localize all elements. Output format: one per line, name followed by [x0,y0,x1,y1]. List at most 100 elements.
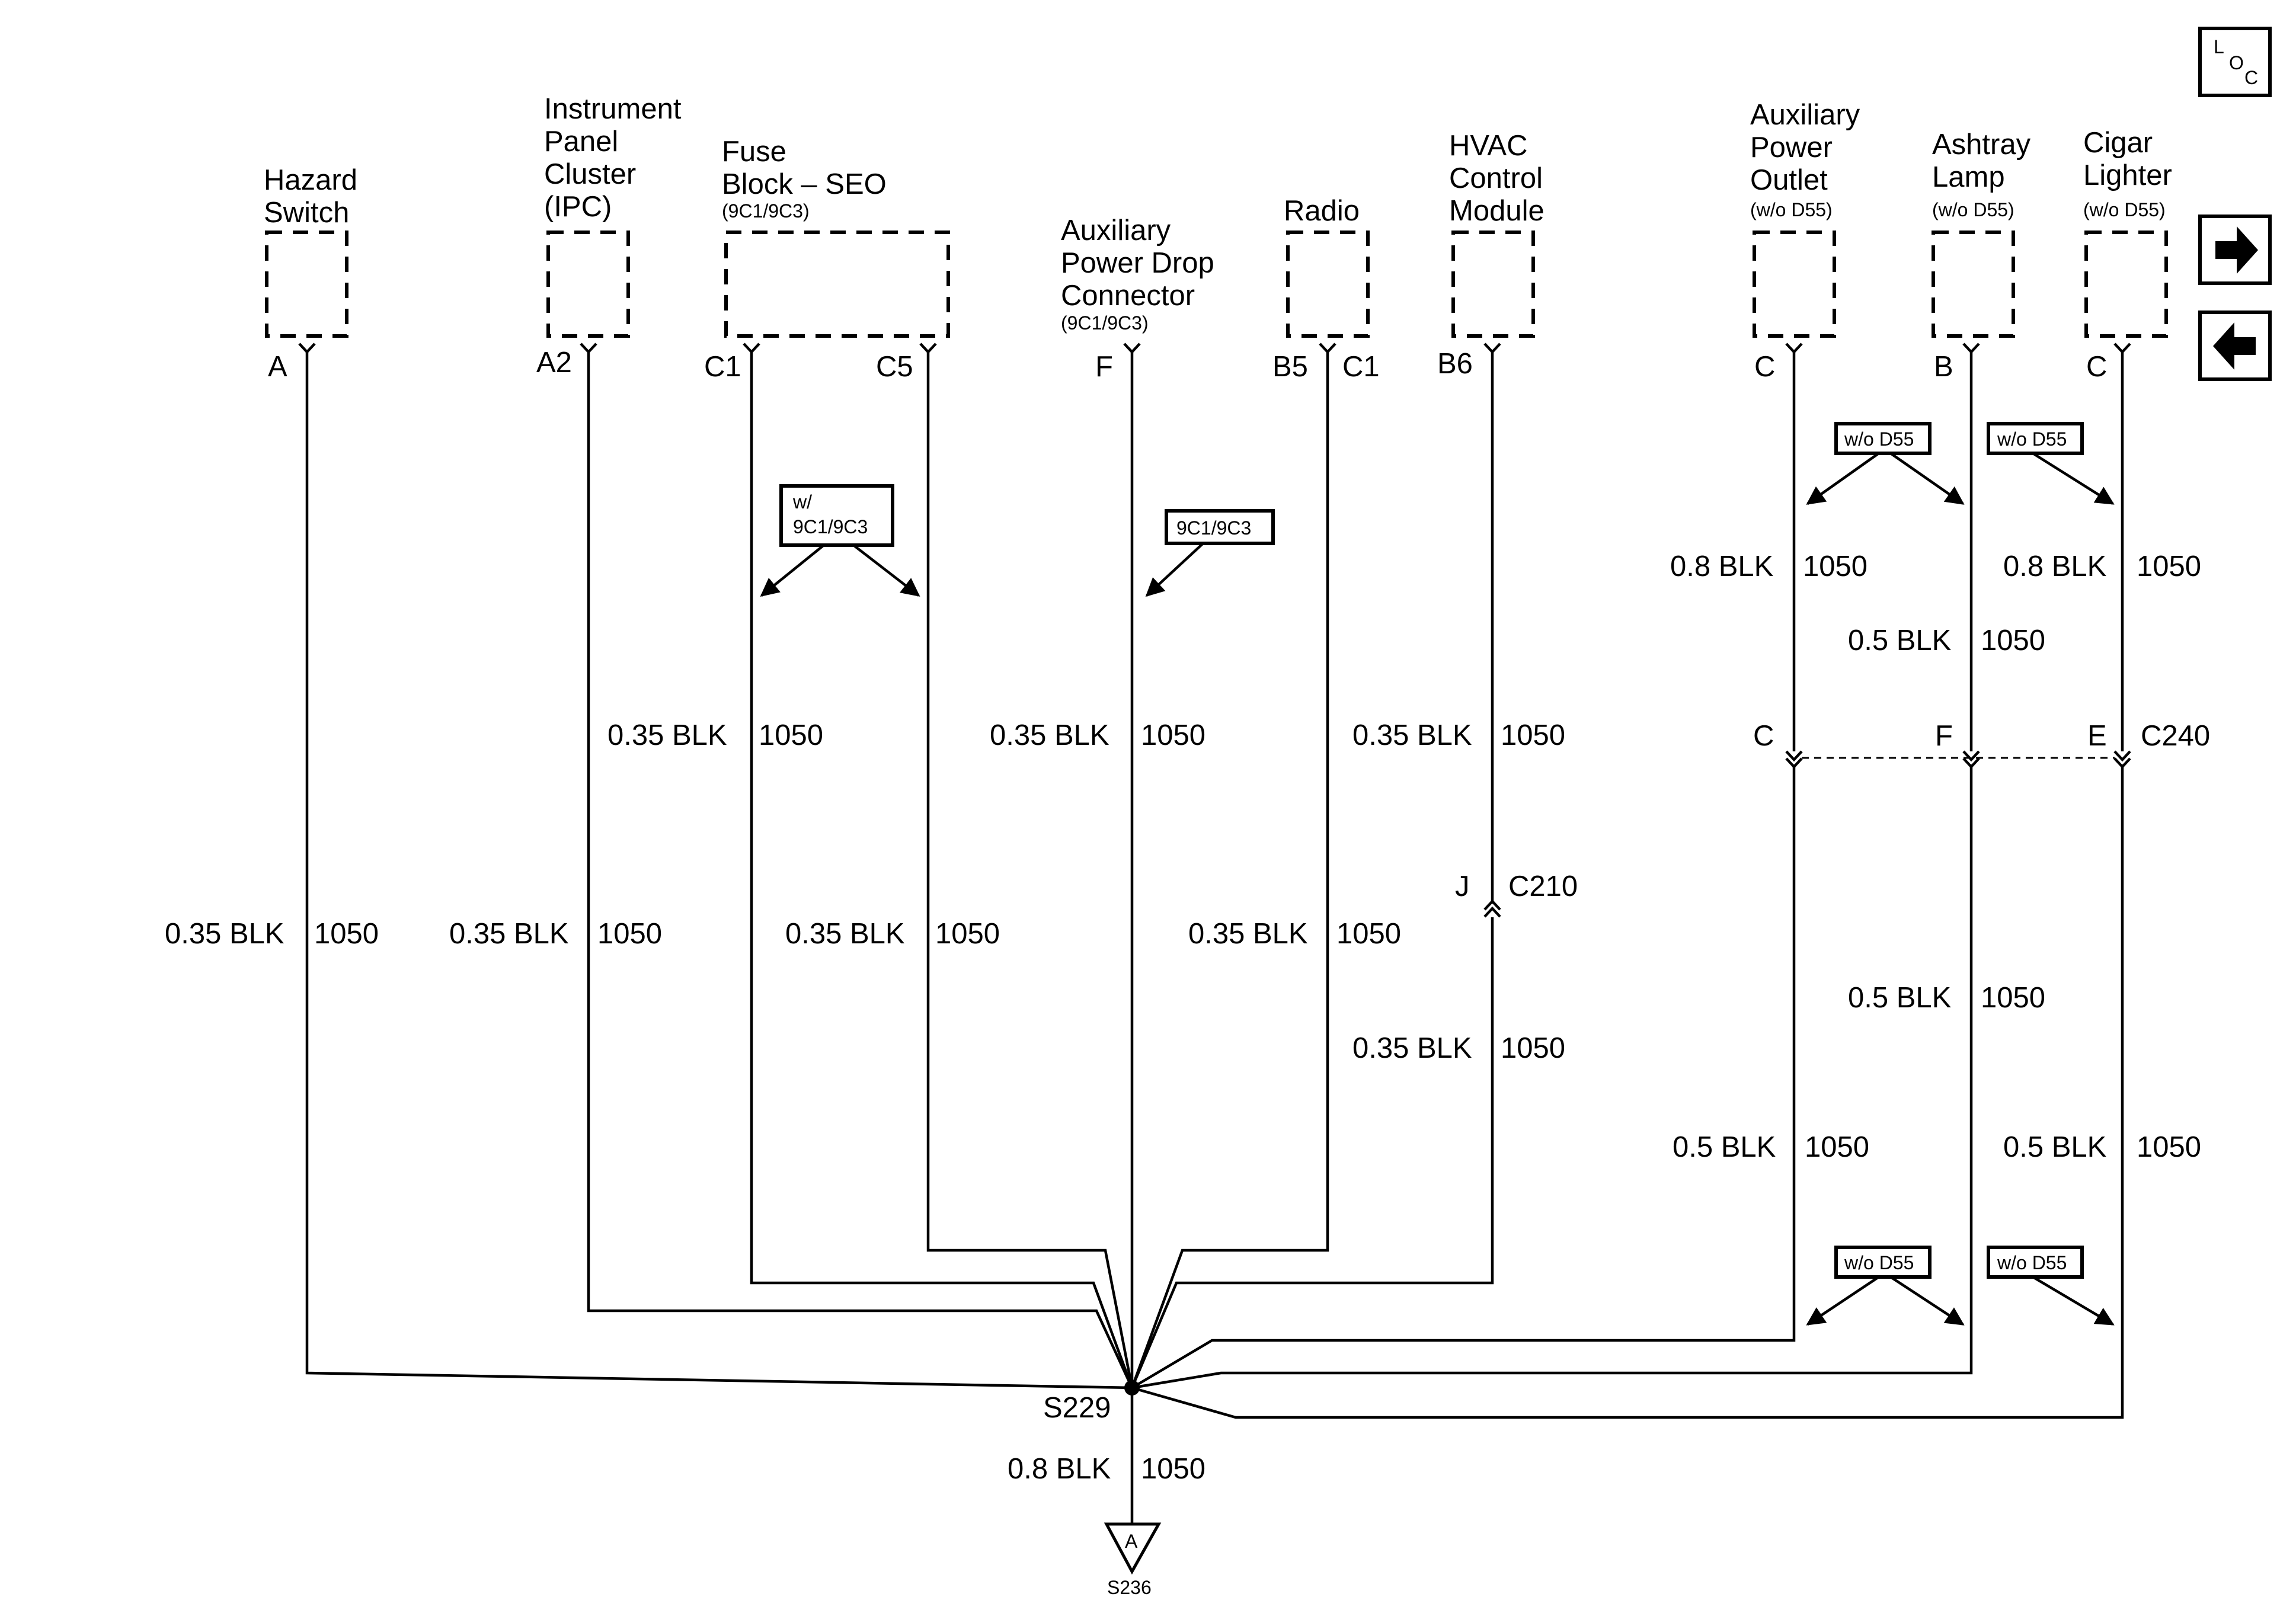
cigar-lighter-label: Cigar Lighter (w/o D55) [2083,127,2172,220]
svg-text:1050: 1050 [1141,1453,1205,1485]
svg-text:B: B [1934,351,1953,383]
pin-labels: A A2 C1 C5 F B5 C1 B6 C B C [268,347,2107,383]
radio-box [1286,231,1370,338]
option-callout-d55-lower-right: w/o D55 [1987,1246,2115,1326]
svg-text:w/o D55: w/o D55 [1844,428,1914,450]
fuse-block-box [724,231,950,338]
svg-text:L: L [2214,36,2224,57]
svg-text:S236: S236 [1107,1577,1152,1598]
svg-text:0.8 BLK: 0.8 BLK [1008,1453,1111,1485]
svg-text:A2: A2 [536,347,572,379]
svg-text:E: E [2087,720,2107,752]
svg-text:Switch: Switch [264,197,349,229]
wire-labels: 0.35 BLK 1050 0.35 BLK 1050 0.35 BLK 105… [165,550,2201,1485]
svg-text:C: C [1754,351,1775,383]
svg-text:(9C1/9C3): (9C1/9C3) [1061,312,1149,334]
svg-text:0.35 BLK: 0.35 BLK [1188,918,1308,950]
ashtray-lamp-label: Ashtray Lamp (w/o D55) [1932,129,2031,220]
ground-reference-s236[interactable]: A S236 [1104,1522,1162,1598]
svg-text:Fuse: Fuse [722,136,786,168]
hazard-switch-label: Hazard Switch [264,164,357,229]
svg-text:Radio: Radio [1284,195,1360,227]
svg-text:9C1/9C3: 9C1/9C3 [793,516,868,537]
svg-text:0.8 BLK: 0.8 BLK [1670,550,1774,582]
svg-text:(w/o D55): (w/o D55) [2083,199,2166,220]
svg-text:1050: 1050 [1141,719,1205,751]
ashtray-lamp-box [1932,231,2015,338]
svg-text:(9C1/9C3): (9C1/9C3) [722,200,810,222]
svg-text:1050: 1050 [759,719,823,751]
svg-text:C240: C240 [2141,720,2210,752]
svg-text:w/o D55: w/o D55 [1844,1252,1914,1273]
svg-text:J: J [1455,870,1470,902]
svg-text:0.35 BLK: 0.35 BLK [785,918,905,950]
svg-text:HVAC: HVAC [1449,130,1528,162]
svg-text:Connector: Connector [1061,280,1195,312]
svg-text:0.35 BLK: 0.35 BLK [607,719,727,751]
svg-text:(IPC): (IPC) [544,191,612,223]
svg-text:Ashtray: Ashtray [1932,129,2031,161]
svg-text:1050: 1050 [1501,719,1565,751]
svg-text:(w/o D55): (w/o D55) [1750,199,1833,220]
svg-text:Outlet: Outlet [1750,164,1828,196]
svg-text:0.35 BLK: 0.35 BLK [990,719,1109,751]
svg-text:Block – SEO: Block – SEO [722,168,887,200]
svg-text:0.5 BLK: 0.5 BLK [2003,1131,2107,1163]
aux-power-outlet-box [1753,231,1836,338]
svg-text:S229: S229 [1043,1392,1111,1424]
svg-text:0.5 BLK: 0.5 BLK [1848,625,1952,657]
cigar-lighter-box [2084,231,2168,338]
svg-text:Instrument: Instrument [544,93,682,125]
svg-text:A: A [268,351,287,383]
svg-text:1050: 1050 [314,918,379,950]
svg-text:(w/o D55): (w/o D55) [1932,199,2014,220]
svg-text:1050: 1050 [1336,918,1401,950]
svg-text:w/o D55: w/o D55 [1997,428,2067,450]
svg-text:C210: C210 [1508,870,1578,902]
svg-text:Cluster: Cluster [544,158,636,190]
option-callout-d55-upper-left: w/o D55 [1806,422,1965,505]
svg-text:Power Drop: Power Drop [1061,247,1214,279]
svg-text:1050: 1050 [1805,1131,1869,1163]
svg-text:1050: 1050 [597,918,662,950]
svg-text:0.35 BLK: 0.35 BLK [1352,719,1472,751]
svg-text:0.5 BLK: 0.5 BLK [1848,982,1952,1014]
option-callout-d55-lower-left: w/o D55 [1806,1246,1965,1326]
svg-text:C: C [2086,351,2107,383]
ipc-label: Instrument Panel Cluster (IPC) [544,93,682,223]
option-callout-9c1-fuse: w/ 9C1/9C3 [760,484,920,597]
svg-text:Control: Control [1449,162,1543,194]
svg-text:F: F [1095,351,1113,383]
svg-text:Hazard: Hazard [264,164,357,196]
arrow-left-icon[interactable] [2198,311,2272,381]
svg-text:C5: C5 [876,351,913,383]
c240-connector: C F E C240 [1753,720,2210,769]
c210-connector: J C210 [1455,870,1578,918]
svg-text:w/: w/ [792,491,812,513]
svg-text:C1: C1 [704,351,741,383]
svg-text:A: A [1125,1531,1138,1552]
svg-text:0.35 BLK: 0.35 BLK [165,918,284,950]
svg-text:Auxiliary: Auxiliary [1061,215,1171,247]
arrow-right-icon[interactable] [2198,215,2272,285]
svg-text:1050: 1050 [2137,550,2201,582]
option-callout-9c1-apdc: 9C1/9C3 [1145,509,1275,597]
aux-power-outlet-label: Auxiliary Power Outlet (w/o D55) [1750,99,1860,220]
svg-text:Lighter: Lighter [2083,159,2172,191]
hvac-box [1451,231,1535,338]
circuit-1050-wires [305,352,2124,1524]
svg-text:0.8 BLK: 0.8 BLK [2003,550,2107,582]
svg-text:Cigar: Cigar [2083,127,2153,159]
svg-text:C1: C1 [1342,351,1380,383]
svg-text:w/o D55: w/o D55 [1997,1252,2067,1273]
location-icon[interactable]: L O C [2198,27,2272,97]
svg-text:1050: 1050 [1803,550,1868,582]
svg-text:9C1/9C3: 9C1/9C3 [1176,517,1251,539]
hvac-label: HVAC Control Module [1449,130,1544,227]
splice-s229: S229 [1043,1380,1140,1424]
hazard-switch-box [265,231,348,338]
svg-text:0.35 BLK: 0.35 BLK [1352,1032,1472,1064]
svg-text:C: C [1753,720,1774,752]
svg-text:B6: B6 [1437,348,1473,380]
